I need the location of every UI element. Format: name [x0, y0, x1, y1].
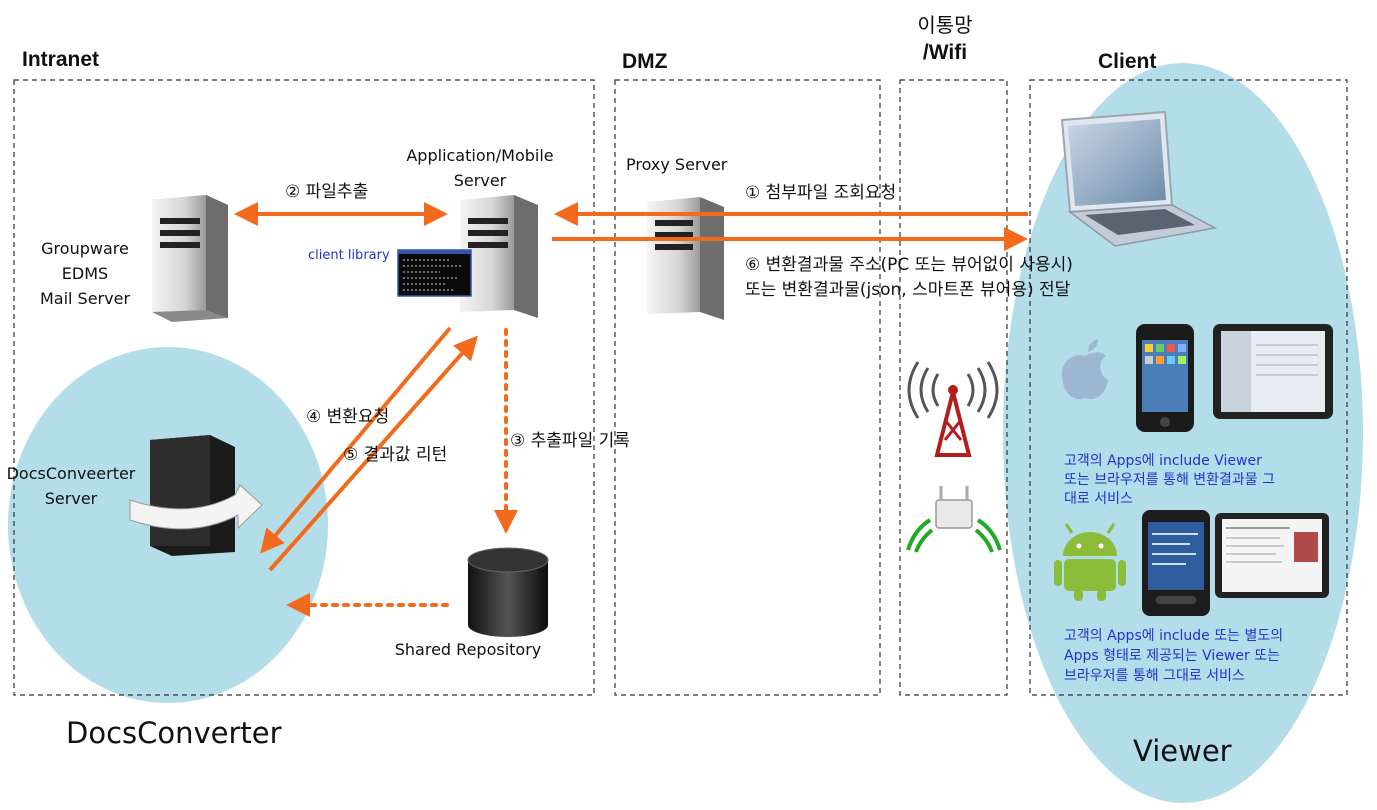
- step3-label: ③ 추출파일 기록: [510, 431, 630, 451]
- proxy-server-label: Proxy Server: [626, 155, 728, 174]
- step4-label: ④ 변환요청: [306, 407, 390, 427]
- step2-label: ② 파일추출: [285, 182, 369, 202]
- app-server-label-line2: Server: [453, 171, 507, 190]
- arrow-result-return: [268, 335, 478, 572]
- intranet-zone-title: Intranet: [22, 48, 100, 71]
- android-note-line2: Apps 형태로 제공되는 Viewer 또는: [1064, 648, 1280, 664]
- cell-tower-icon: [907, 361, 999, 457]
- ipad-icon: [1213, 324, 1333, 419]
- groupware-server-icon: [152, 195, 228, 322]
- application-server-icon: [460, 195, 538, 318]
- proxy-server-icon: [647, 197, 724, 320]
- client-library-label: client library: [308, 248, 390, 263]
- apple-note-line1: 고객의 Apps에 include Viewer: [1064, 453, 1262, 469]
- windows-phone-icon: [1142, 510, 1210, 616]
- iphone-icon: [1136, 324, 1194, 432]
- client-zone-box: [1029, 79, 1348, 696]
- mobile-zone-box: [899, 79, 1008, 696]
- laptop-icon: [1060, 110, 1218, 247]
- step6-label-line1: ⑥ 변환결과물 주소(PC 또는 뷰어없이 사용시): [745, 255, 1073, 275]
- docsconverter-server-label-line1: DocsConveerter: [6, 464, 136, 483]
- shared-repository-icon: [467, 547, 549, 637]
- dmz-zone-box: [614, 79, 881, 696]
- mobile-zone-title-line1: 이통망: [917, 13, 973, 37]
- client-zone-title: Client: [1098, 50, 1157, 73]
- viewer-caption: Viewer: [1133, 734, 1232, 768]
- step5-label: ⑤ 결과값 리턴: [343, 445, 448, 465]
- android-note-line3: 브라우저를 통해 그대로 서비스: [1064, 668, 1245, 684]
- intranet-zone-box: [13, 79, 595, 696]
- step1-label: ① 첨부파일 조회요청: [745, 183, 897, 203]
- groupware-label-line1: Groupware: [41, 239, 129, 258]
- android-note-line1: 고객의 Apps에 include 또는 별도의: [1064, 628, 1284, 644]
- step6-label-line2: 또는 변환결과물(json, 스마트폰 뷰어용) 전달: [745, 280, 1071, 300]
- app-server-label-line1: Application/Mobile: [406, 146, 554, 165]
- groupware-label-line3: Mail Server: [39, 289, 131, 308]
- viewer-zone-ellipse: [1003, 63, 1363, 803]
- client-library-terminal-icon: [397, 249, 472, 297]
- wifi-router-icon: [906, 486, 1002, 553]
- docsconverter-server-icon: [129, 435, 263, 556]
- groupware-label-line2: EDMS: [61, 264, 109, 283]
- dmz-zone-title: DMZ: [622, 50, 668, 73]
- mobile-zone-title-line2: /Wifi: [922, 41, 968, 64]
- docsconverter-caption: DocsConverter: [66, 716, 282, 750]
- apple-note-line3: 대로 서비스: [1064, 491, 1133, 507]
- arrow-convert-request: [260, 326, 452, 554]
- shared-repository-label: Shared Repository: [394, 640, 542, 659]
- android-logo-icon: [1054, 523, 1126, 601]
- docsconverter-server-label-line2: Server: [44, 489, 98, 508]
- apple-note-line2: 또는 브라우저를 통해 변환결과물 그: [1064, 472, 1275, 488]
- android-tablet-icon: [1215, 513, 1329, 598]
- apple-logo-icon: [1061, 339, 1108, 400]
